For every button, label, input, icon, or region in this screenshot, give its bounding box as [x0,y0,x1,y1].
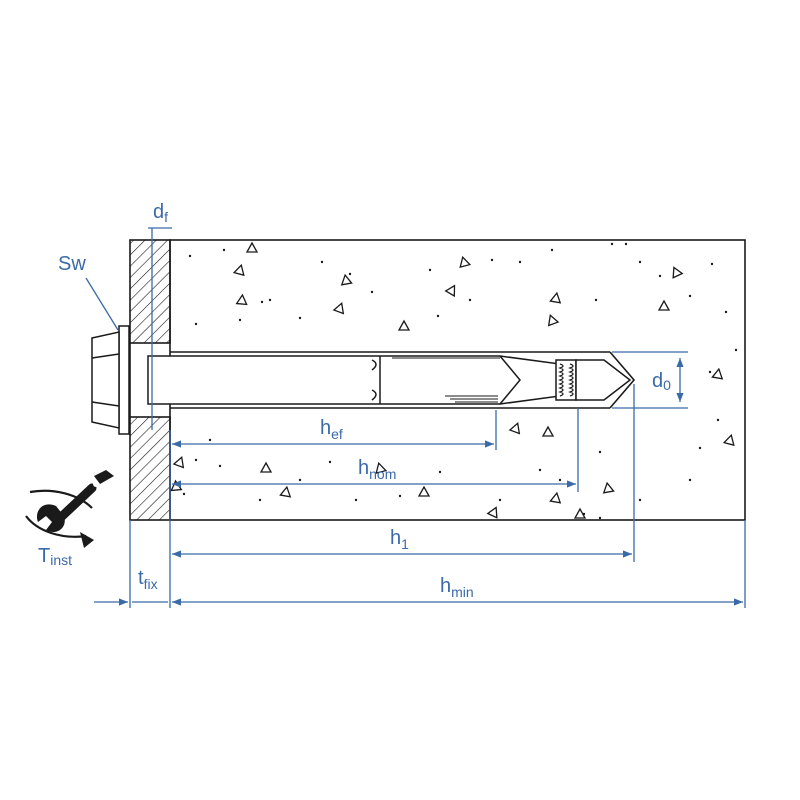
d0-label: d0 [652,370,671,393]
h1-label: h1 [390,527,409,552]
tinst-label: Tinst [38,545,72,568]
dimension-lines [85,227,746,608]
hnom-label: hnom [358,457,396,482]
fixture-plate [129,239,171,521]
hex-head [91,331,120,429]
hmin-label: hmin [440,575,474,600]
concrete-aggregate-dots [182,242,738,520]
wrench-torque-icon [25,470,114,548]
concrete-aggregate-triangles [170,241,735,519]
sleeve-ribs [392,357,500,403]
sw-leader [85,277,119,331]
df-label: df [153,201,168,225]
hef-label: hef [320,417,343,442]
expansion-cone [555,359,632,401]
anchor-sleeve [147,355,561,405]
tfix-label: tfix [138,567,158,592]
washer [118,325,130,435]
sw-label: Sw [58,253,86,275]
